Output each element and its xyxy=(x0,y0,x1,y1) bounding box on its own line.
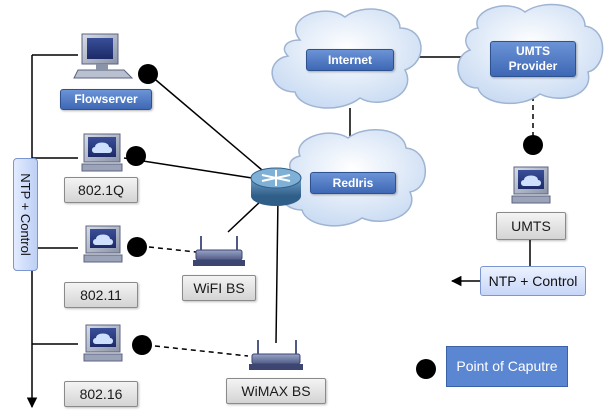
legend-point-of-capture-label: Point of Caputre xyxy=(446,346,568,387)
capture-point-wimax xyxy=(132,335,152,355)
wimax-bs-label: WiMAX BS xyxy=(226,378,326,404)
capture-point-flowserver xyxy=(138,64,158,84)
vlan-label: 802.1Q xyxy=(64,177,138,203)
router-icon xyxy=(250,167,302,206)
wifi-computer-icon xyxy=(83,225,123,263)
vlan-computer-icon xyxy=(81,133,123,172)
flowserver-label: Flowserver xyxy=(60,89,152,110)
ntp-control-right-label: NTP + Control xyxy=(480,266,586,296)
wimax-computer-icon xyxy=(83,324,123,362)
umts-label: UMTS xyxy=(496,212,566,240)
legend-capture-point-icon xyxy=(416,359,436,379)
wifi-label: 802.11 xyxy=(64,282,138,308)
ntp-control-left-label: NTP + Control xyxy=(13,158,38,271)
umts-computer-icon xyxy=(511,166,551,204)
wifi-bs-label: WiFI BS xyxy=(182,275,256,301)
wifi-bs-icon xyxy=(193,236,245,266)
capture-point-umts xyxy=(523,135,543,155)
capture-points xyxy=(126,64,543,379)
capture-point-wifi xyxy=(127,237,147,257)
flowserver-computer-icon xyxy=(73,33,134,79)
umts-provider-label: UMTS Provider xyxy=(490,41,576,77)
ntp-control-left-text: NTP + Control xyxy=(18,173,33,256)
capture-point-vlan xyxy=(126,146,146,166)
rediris-label: RedIris xyxy=(310,172,396,194)
wimax-bs-icon xyxy=(249,340,303,370)
wimax-label: 802.16 xyxy=(64,381,138,407)
internet-label: Internet xyxy=(306,49,394,71)
